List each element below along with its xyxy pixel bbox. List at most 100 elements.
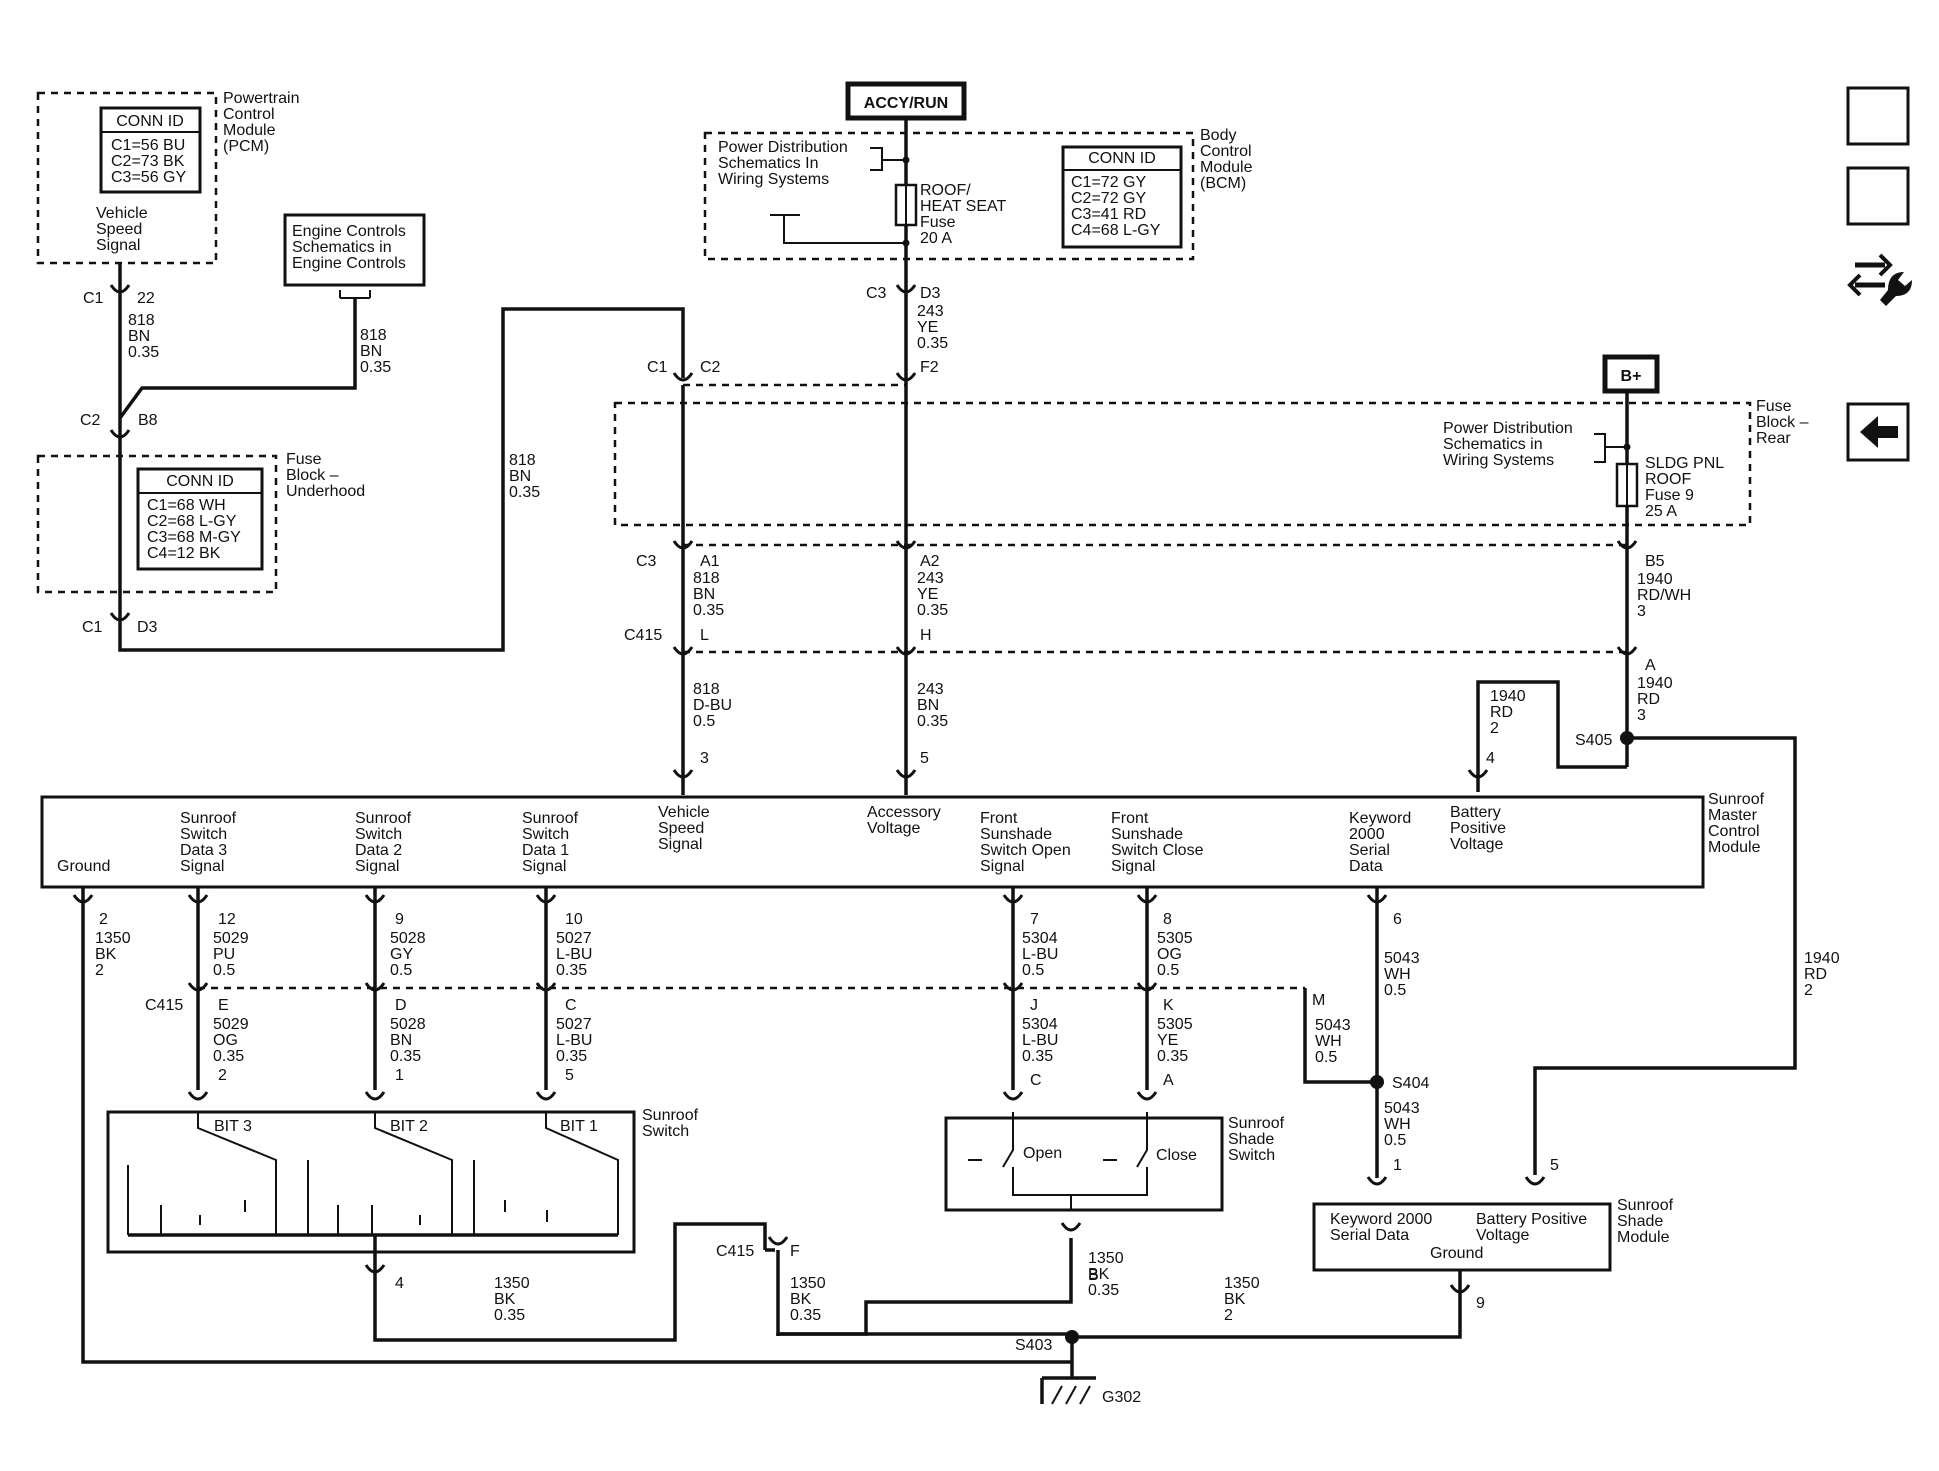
fuse-block-underhood-box: [36, 454, 278, 594]
wire-label: 1350: [1224, 1275, 1260, 1292]
connector-pin: [895, 646, 917, 656]
connector-pin-label: A: [1645, 657, 1656, 674]
fb-rear-power-distribution-label: Power Distribution: [1443, 420, 1573, 437]
module-pin-label: Front: [1111, 810, 1149, 827]
shade-module-keyword-label: Serial Data: [1330, 1227, 1409, 1244]
module-pin-label: Switch: [180, 826, 227, 843]
module-pin-label: Sunroof: [355, 810, 412, 827]
connector-pin-label: 4: [395, 1275, 404, 1292]
wire-label: BK: [790, 1291, 812, 1308]
connector-pin-label: C415: [624, 627, 662, 644]
accy-run-label: ACCY/RUN: [864, 95, 948, 112]
loc-nav-button[interactable]: [1846, 86, 1910, 146]
connector-pin: [1366, 1176, 1388, 1186]
wire-label: 5305: [1157, 930, 1193, 947]
wire-label: 1350: [494, 1275, 530, 1292]
desc-nav-button[interactable]: [1846, 166, 1910, 226]
shade-switch-close-label: Close: [1156, 1147, 1197, 1164]
wire-label: 5043: [1384, 950, 1420, 967]
pcm-signal-label: Vehicle: [96, 205, 148, 222]
shade-module-battery-label: Battery Positive: [1476, 1211, 1587, 1228]
module-pin-label: Battery: [1450, 804, 1501, 821]
connector-pin-label: C3: [866, 285, 887, 302]
connector-pin-label: 22: [137, 290, 155, 307]
wire-label: OG: [1157, 946, 1182, 963]
bcm-conn-id-entry: C1=72 GY: [1071, 174, 1146, 191]
wire-label: 3: [1637, 603, 1646, 620]
connector-pin-label: C: [1030, 1072, 1042, 1089]
connector-pin-label: D3: [920, 285, 941, 302]
wire-label: 5304: [1022, 1016, 1058, 1033]
wire-label: BK: [494, 1291, 516, 1308]
connector-pin-label: A: [1163, 1072, 1174, 1089]
wire-label: 1940: [1804, 950, 1840, 967]
wire-label: 2: [1804, 982, 1813, 999]
connector-pin: [1366, 894, 1388, 904]
connector-pin-label: 6: [1393, 911, 1402, 928]
wire-label: 0.5: [1384, 1132, 1406, 1149]
module-pin-label: Signal: [658, 836, 702, 853]
sunroof-switch-bit-label: BIT 3: [214, 1118, 252, 1135]
wire-label: D-BU: [693, 697, 732, 714]
connector-pin-label: 1: [1393, 1157, 1402, 1174]
sldg-pnl-roof-fuse-label: Fuse 9: [1645, 487, 1694, 504]
connector-pin: [364, 982, 386, 992]
wire-label: 0.35: [128, 344, 159, 361]
splice-s405: [1620, 731, 1634, 745]
connector-pin-label: L: [700, 627, 709, 644]
connector-pin-label: 5: [1550, 1157, 1559, 1174]
wire-label: 0.35: [693, 602, 724, 619]
fuse-block-rear-box: [613, 401, 1752, 527]
pcm-signal-label: Speed: [96, 221, 142, 238]
sunroof-master-control-module-name: Master: [1708, 807, 1758, 824]
bcm-conn-id-entry: C2=72 GY: [1071, 190, 1146, 207]
wire-label: 1350: [1088, 1250, 1124, 1267]
wire-label: 0.35: [917, 335, 948, 352]
fuse-block-underhood-name: Underhood: [286, 483, 365, 500]
splice-s404: [1370, 1075, 1384, 1089]
connector-pin: [1136, 1091, 1158, 1101]
wire-label: 3: [1637, 707, 1646, 724]
wire-label: 243: [917, 570, 944, 587]
roof-heat-seat-fuse-label: ROOF/: [920, 182, 971, 199]
wire-label: RD: [1804, 966, 1827, 983]
wire-label: 0.35: [390, 1048, 421, 1065]
shade-module-ground-label: Ground: [1430, 1245, 1483, 1262]
connector-pin-label: 10: [565, 911, 583, 928]
module-pin-label: Data: [1349, 858, 1383, 875]
module-pin-label: Signal: [980, 858, 1024, 875]
wire-label: 5028: [390, 930, 426, 947]
connector-pin: [364, 894, 386, 904]
wire-label: 0.35: [1157, 1048, 1188, 1065]
sunroof-shade-switch-name: Sunroof: [1228, 1115, 1285, 1132]
wire-label: 243: [917, 303, 944, 320]
bcm-name: Body: [1200, 127, 1236, 144]
ground-g302-label: G302: [1102, 1389, 1141, 1406]
connector-pin: [1136, 894, 1158, 904]
wire-label: 0.35: [1022, 1048, 1053, 1065]
fb-rear-power-distribution-label: Schematics in: [1443, 436, 1543, 453]
back-arrow-icon[interactable]: [1846, 402, 1910, 462]
wire-label: BN: [390, 1032, 412, 1049]
connector-pin: [109, 284, 131, 294]
engine-controls-label: Schematics in: [292, 239, 392, 256]
wire-label: 0.5: [1315, 1049, 1337, 1066]
fb-underhood-conn-id-title: CONN ID: [166, 473, 234, 490]
connector-pin: [109, 429, 131, 439]
pcm-name: Module: [223, 122, 276, 139]
module-pin-label: Switch Close: [1111, 842, 1204, 859]
connector-pin-label: B: [1088, 1267, 1099, 1284]
shade-module-battery-label: Voltage: [1476, 1227, 1529, 1244]
wire-label: 818: [509, 452, 536, 469]
connector-pin: [672, 769, 694, 779]
connector-pin-label: C1: [647, 359, 668, 376]
splice-s403: [1065, 1330, 1079, 1344]
connector-pin-label: D: [395, 997, 407, 1014]
connector-pin-label: C3: [636, 553, 657, 570]
wrench-icon[interactable]: [1847, 253, 1912, 306]
sldg-pnl-roof-fuse-label: ROOF: [1645, 471, 1691, 488]
wire-label: BN: [360, 343, 382, 360]
connector-pin-label: 1: [395, 1067, 404, 1084]
